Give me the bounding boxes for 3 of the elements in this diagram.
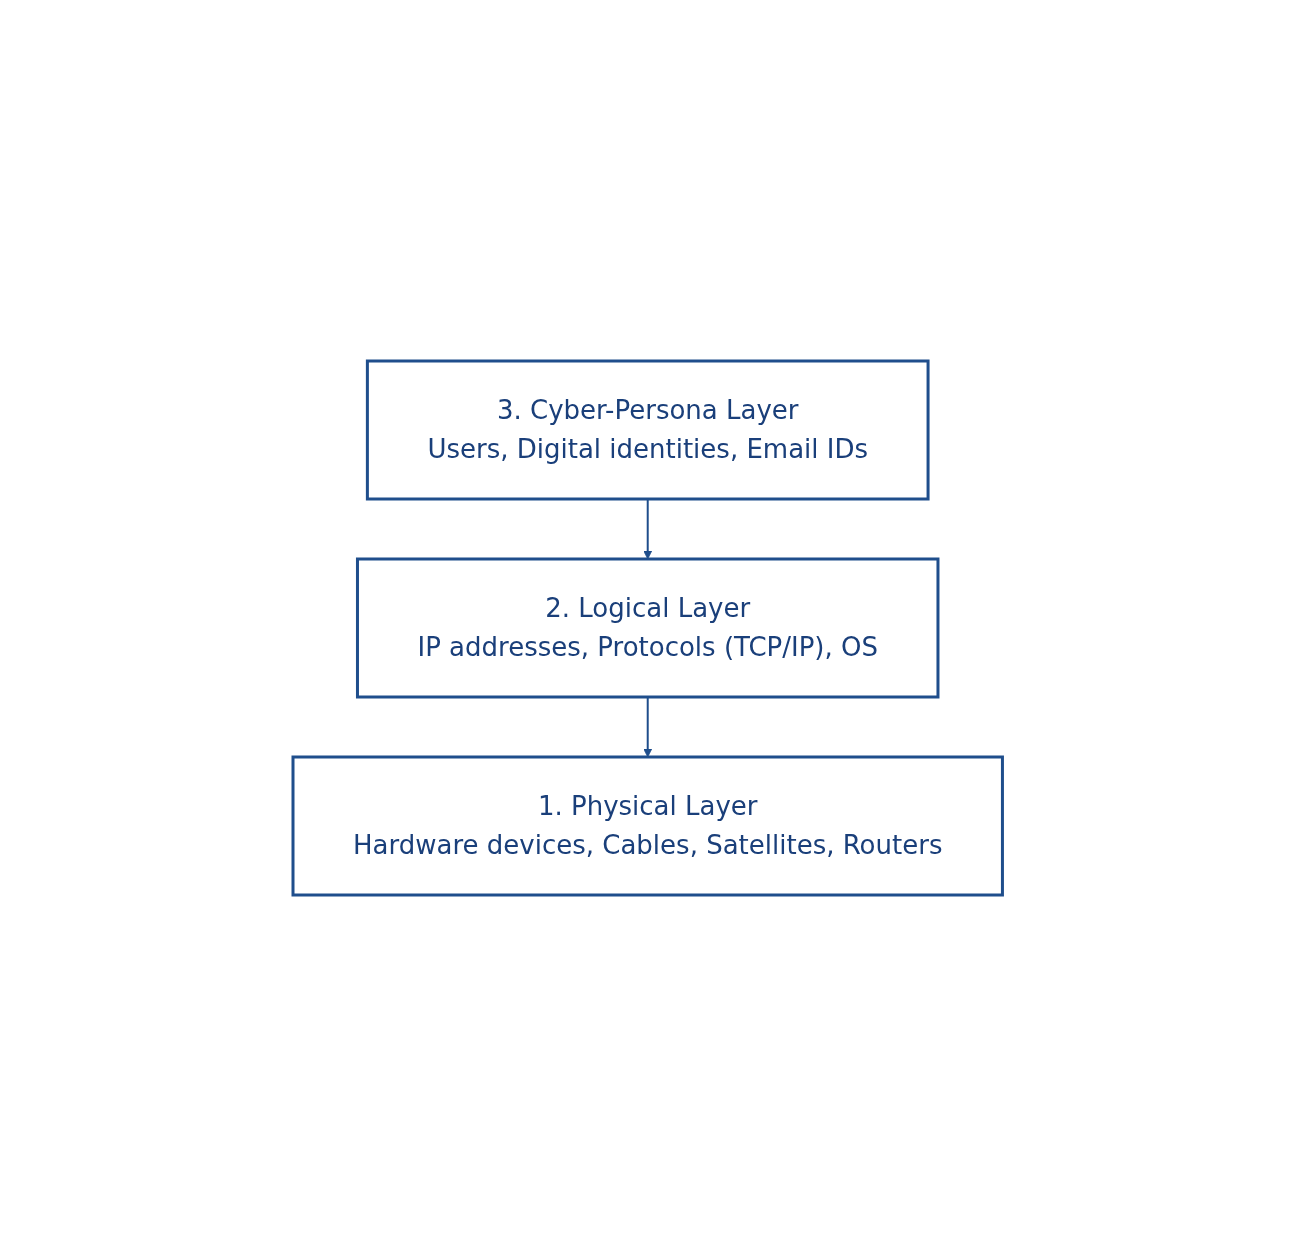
node-box: 1. Physical Layer Hardware devices, Cables, Satellites, Routers (291, 755, 1005, 897)
node-box: 3. Cyber-Persona Layer Users, Digital identities, Email IDs (366, 359, 930, 501)
node-box: 2. Logical Layer IP addresses, Protocols (TCP/IP), OS (356, 557, 940, 699)
